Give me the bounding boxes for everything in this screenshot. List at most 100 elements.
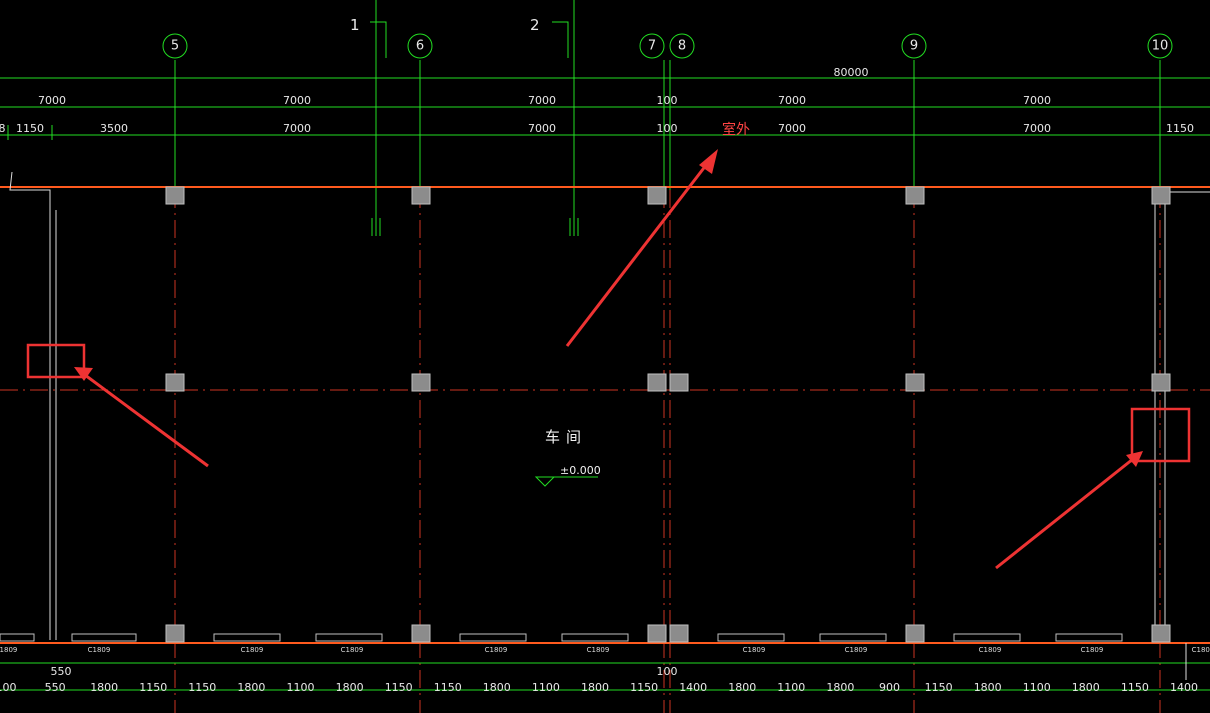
- bottom-dimensions: 550 100 100 550 1800 1150 1150 1800 1100 1800 11…: [0, 665, 1198, 694]
- dim-bottom-lower: 1150: [188, 681, 216, 694]
- dim-bottom-lower: 550: [45, 681, 66, 694]
- dim-bottom-lower: 1400: [1170, 681, 1198, 694]
- room-label: 车间 ±0.000: [534, 428, 601, 487]
- dim-bottom-lower: 1150: [139, 681, 167, 694]
- building-walls: [0, 171, 1210, 680]
- window-tag: C1809: [1192, 646, 1210, 654]
- column[interactable]: [165, 373, 185, 392]
- dim-bottom-lower: 1150: [630, 681, 658, 694]
- room-name: 车间: [545, 428, 587, 446]
- dim-row1: 7000: [778, 94, 806, 107]
- top-dimensions: 80000 7000 7000 7000 100 7000 7000 8 115…: [0, 66, 1194, 135]
- column[interactable]: [1151, 373, 1171, 392]
- window-tag: C1809: [979, 646, 1002, 654]
- dim-bottom-lower: 1800: [336, 681, 364, 694]
- dim-bottom-lower: 1800: [90, 681, 118, 694]
- column[interactable]: [165, 624, 185, 643]
- dim-bottom-lower: 1100: [532, 681, 560, 694]
- grid-bubble-7[interactable]: 7: [648, 39, 656, 54]
- dim-bottom-lower: 1100: [287, 681, 315, 694]
- dim-row1: 7000: [528, 94, 556, 107]
- window-tag: C1809: [845, 646, 868, 654]
- dim-row2: 1150: [1166, 122, 1194, 135]
- column[interactable]: [647, 624, 667, 643]
- dim-row1: 7000: [1023, 94, 1051, 107]
- dim-bottom-lower: 1400: [679, 681, 707, 694]
- grid-bubble-5-circle: [162, 33, 188, 59]
- column[interactable]: [905, 373, 925, 392]
- window-tags: C1809 C1809 C1809 C1809 C1809 C1809 C180…: [0, 646, 1210, 654]
- window-tag: C1809: [88, 646, 111, 654]
- grid-bubble-6-circle: [407, 33, 433, 59]
- dim-row1: 7000: [38, 94, 66, 107]
- dim-bottom-lower: 1800: [728, 681, 756, 694]
- column[interactable]: [669, 373, 689, 392]
- annotation-overlays: 室外: [26, 121, 1191, 570]
- dim-bottom-lower: 1150: [385, 681, 413, 694]
- dim-bottom-lower: 1800: [237, 681, 265, 694]
- dim-bottom-lower: 1150: [925, 681, 953, 694]
- grid-bubble-10-circle: [1147, 33, 1173, 59]
- annotation-box-left: [26, 343, 86, 379]
- window-tag: C1809: [587, 646, 610, 654]
- dim-bottom-upper: 550: [51, 665, 72, 678]
- dim-row2: 3500: [100, 122, 128, 135]
- dim-bottom-lower: 1800: [581, 681, 609, 694]
- grid-bubble-6[interactable]: 6: [416, 39, 424, 54]
- dim-bottom-lower: 1800: [1072, 681, 1100, 694]
- window-tag: C1809: [241, 646, 264, 654]
- column[interactable]: [905, 186, 925, 205]
- column[interactable]: [1151, 624, 1171, 643]
- dim-row2: 1150: [16, 122, 44, 135]
- column[interactable]: [669, 624, 689, 643]
- bottom-lower-dims: 100 550 1800 1150 1150 1800 1100 1800 1150 1150 18…: [0, 681, 1198, 694]
- grid-bubble-5[interactable]: 5: [171, 39, 179, 54]
- dim-overall: 80000: [834, 66, 869, 79]
- grid-bubble-8-circle: [669, 33, 695, 59]
- dim-bottom-lower: 1100: [1023, 681, 1051, 694]
- grid-bubble-10[interactable]: 10: [1152, 39, 1169, 54]
- dim-bottom-lower: 1100: [777, 681, 805, 694]
- column[interactable]: [647, 186, 667, 205]
- window-tag: C1809: [0, 646, 17, 654]
- dim-row2: 8: [0, 122, 6, 135]
- dim-row2: 7000: [1023, 122, 1051, 135]
- dim-bottom-lower: 1800: [826, 681, 854, 694]
- column[interactable]: [1151, 186, 1171, 205]
- dim-bottom-lower: 1800: [974, 681, 1002, 694]
- column[interactable]: [411, 624, 431, 643]
- dim-row1: 7000: [283, 94, 311, 107]
- dim-row2: 7000: [528, 122, 556, 135]
- columns: [165, 186, 1171, 643]
- column[interactable]: [165, 186, 185, 205]
- window-tag: C1809: [1081, 646, 1104, 654]
- column[interactable]: [905, 624, 925, 643]
- dim-bottom-lower: 1800: [483, 681, 511, 694]
- dim-bottom-lower: 1150: [1121, 681, 1149, 694]
- dim-bottom-lower: 100: [0, 681, 17, 694]
- column[interactable]: [411, 186, 431, 205]
- section-mark-2: 2: [530, 16, 540, 34]
- outside-label: 室外: [722, 121, 750, 138]
- grid-lines: [0, 60, 1210, 691]
- dim-bottom-upper: 100: [657, 665, 678, 678]
- grid-bubble-9[interactable]: 9: [910, 39, 918, 54]
- section-mark-1: 1: [350, 16, 360, 34]
- window-tag: C1809: [485, 646, 508, 654]
- dim-row2: 7000: [283, 122, 311, 135]
- column[interactable]: [647, 373, 667, 392]
- dim-row1: 100: [657, 94, 678, 107]
- dim-bottom-lower: 1150: [434, 681, 462, 694]
- grid-bubble-8[interactable]: 8: [678, 39, 686, 54]
- elevation-label: ±0.000: [560, 464, 601, 477]
- grid-bubbles: 5 6 7 8 9 10: [162, 33, 1173, 59]
- grid-bubble-9-circle: [901, 33, 927, 59]
- section-marks: 1 2: [350, 0, 579, 236]
- window-strips: [0, 633, 1123, 642]
- annotation-box-right: [1130, 407, 1191, 463]
- dim-row2: 7000: [778, 122, 806, 135]
- window-tag: C1809: [743, 646, 766, 654]
- column[interactable]: [411, 373, 431, 392]
- window-tag: C1809: [341, 646, 364, 654]
